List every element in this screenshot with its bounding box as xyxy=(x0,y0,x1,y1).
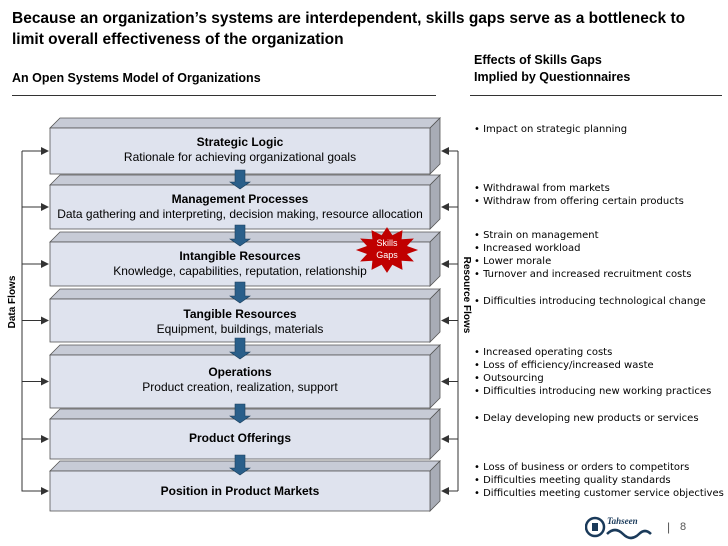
layer-box xyxy=(49,174,441,230)
effects-strategic: • Impact on strategic planning xyxy=(474,123,724,136)
tahseen-logo: Tahseen xyxy=(585,516,652,540)
layer-box-front xyxy=(49,184,431,230)
layer-box-front xyxy=(49,354,431,409)
effects-product-offerings: • Delay developing new products or servi… xyxy=(474,412,724,425)
layer-title: Position in Product Markets xyxy=(160,484,320,498)
flow-lines xyxy=(21,147,459,495)
effects-heading: Effects of Skills Gaps Implied by Questi… xyxy=(474,52,630,86)
effect-item: • Difficulties meeting customer service … xyxy=(474,488,724,499)
layer-box-side xyxy=(429,288,441,343)
layer-title: Management Processes xyxy=(171,192,309,206)
layer-boxes xyxy=(49,117,441,512)
layer-box xyxy=(49,117,441,175)
layer-position-in-product-markets: Position in Product Markets xyxy=(50,484,430,499)
down-arrow xyxy=(229,224,251,247)
layer-tangible-resources: Tangible Resources Equipment, buildings,… xyxy=(50,307,430,337)
layer-box-side xyxy=(429,174,441,230)
effects-heading-line2: Implied by Questionnaires xyxy=(474,70,631,84)
layer-subtitle: Rationale for achieving organizational g… xyxy=(123,150,357,164)
page-number: 8 xyxy=(680,521,687,533)
effect-item: • Withdrawal from markets xyxy=(474,183,610,194)
effects-operations: • Increased operating costs • Loss of ef… xyxy=(474,346,724,398)
effect-item: • Turnover and increased recruitment cos… xyxy=(474,269,692,280)
layer-box-front xyxy=(49,418,431,460)
down-arrow xyxy=(229,281,251,304)
effects-heading-line1: Effects of Skills Gaps xyxy=(474,53,602,67)
layer-title: Product Offerings xyxy=(188,431,291,445)
effect-item: • Increased operating costs xyxy=(474,347,613,358)
layer-subtitle: Data gathering and interpreting, decisio… xyxy=(57,207,423,221)
layer-strategic-logic: Strategic Logic Rationale for achieving … xyxy=(50,135,430,165)
effect-item: • Difficulties introducing new working p… xyxy=(474,386,712,397)
effects-tangible: • Difficulties introducing technological… xyxy=(474,295,724,308)
layer-management-processes: Management Processes Data gathering and … xyxy=(50,192,430,222)
layer-box xyxy=(49,288,441,343)
layer-box xyxy=(49,460,441,512)
down-arrow xyxy=(229,403,251,424)
effect-item: • Loss of efficiency/increased waste xyxy=(474,360,654,371)
slide-title: Because an organization’s systems are in… xyxy=(12,10,686,48)
skills-gaps-burst: Skills Gaps xyxy=(355,227,419,273)
down-arrow xyxy=(229,169,251,190)
effect-item: • Strain on management xyxy=(474,230,599,241)
model-heading-rule xyxy=(12,95,436,96)
effects-management: • Withdrawal from markets • Withdraw fro… xyxy=(474,182,724,208)
layer-subtitle: Product creation, realization, support xyxy=(142,380,338,394)
layer-box-front xyxy=(49,470,431,512)
effects-heading-rule xyxy=(470,95,722,96)
effect-item: • Outsourcing xyxy=(474,373,544,384)
layer-title: Tangible Resources xyxy=(183,307,297,321)
down-arrow xyxy=(229,454,251,476)
effect-item: • Withdraw from offering certain product… xyxy=(474,196,684,207)
layer-title: Strategic Logic xyxy=(196,135,284,149)
effect-item: • Impact on strategic planning xyxy=(474,124,628,135)
layer-box-front xyxy=(49,127,431,175)
down-arrow xyxy=(229,337,251,360)
effect-item: • Difficulties introducing technological… xyxy=(474,296,706,307)
layer-box-side xyxy=(429,231,441,287)
data-flow-line xyxy=(21,151,48,492)
layer-box-side xyxy=(429,344,441,409)
layer-product-offerings: Product Offerings xyxy=(50,431,430,446)
layer-subtitle: Knowledge, capabilities, reputation, rel… xyxy=(113,264,367,278)
effect-item: • Lower morale xyxy=(474,256,552,267)
skills-gaps-label-line1: Skills xyxy=(376,238,398,248)
model-heading: An Open Systems Model of Organizations xyxy=(12,71,261,85)
data-flows-label: Data Flows xyxy=(7,275,18,328)
effect-item: • Loss of business or orders to competit… xyxy=(474,462,690,473)
layer-box-top xyxy=(49,117,441,129)
effect-item: • Difficulties meeting quality standards xyxy=(474,475,671,486)
effect-item: • Increased workload xyxy=(474,243,581,254)
footer-separator: | xyxy=(667,520,671,534)
layer-subtitle: Equipment, buildings, materials xyxy=(156,322,324,336)
down-arrows xyxy=(229,169,251,476)
layer-intangible-resources: Intangible Resources Knowledge, capabili… xyxy=(50,249,430,279)
effects-intangible: • Strain on management • Increased workl… xyxy=(474,229,724,281)
effects-product-markets: • Loss of business or orders to competit… xyxy=(474,461,724,500)
resource-flows-label: Resource Flows xyxy=(461,257,472,334)
layer-box-side xyxy=(429,117,441,175)
layer-title: Operations xyxy=(208,365,272,379)
layer-operations: Operations Product creation, realization… xyxy=(50,365,430,395)
effect-item: • Delay developing new products or servi… xyxy=(474,413,699,424)
layer-title: Intangible Resources xyxy=(179,249,301,263)
layer-box-front xyxy=(49,298,431,343)
logo-text: Tahseen xyxy=(607,516,638,526)
skills-gaps-label-line2: Gaps xyxy=(376,250,398,260)
